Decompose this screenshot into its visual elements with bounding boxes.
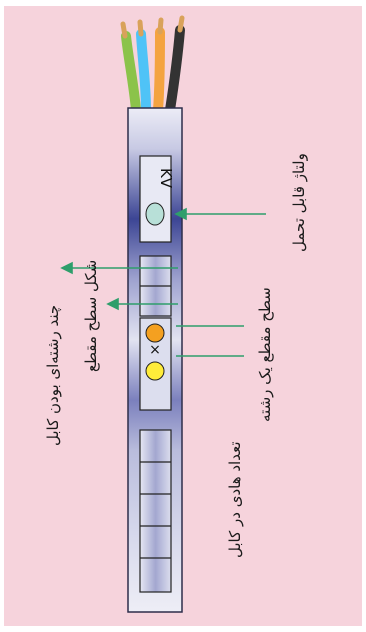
wire-copper-4 xyxy=(177,15,185,33)
label-wire-count: تعداد هادی در کابل xyxy=(226,441,244,558)
section-box xyxy=(139,255,172,317)
arrows xyxy=(60,207,266,357)
cross-text: × xyxy=(149,342,161,358)
wire-copper-3 xyxy=(157,17,164,35)
kv-dot xyxy=(145,202,165,226)
wire-green xyxy=(121,31,141,115)
cable-diagram: KV × xyxy=(60,15,266,613)
wire-copper-1 xyxy=(120,21,128,39)
cable-wires xyxy=(120,15,185,115)
wire-black xyxy=(165,25,185,115)
wire-copper-2 xyxy=(137,19,144,37)
orange-dot xyxy=(145,323,165,343)
voltage-marker: KV xyxy=(139,155,175,243)
label-cross-section-area: سطح مقطع یک رشته xyxy=(256,287,274,422)
yellow-dot xyxy=(145,361,165,381)
wire-orange xyxy=(153,27,165,115)
diagram-panel: KV × xyxy=(4,6,362,626)
label-voltage-tolerance: ولتاژ قابل تحمل xyxy=(290,153,308,252)
label-stranded: چند رشته‌ای بودن کابل xyxy=(44,304,62,446)
label-cross-section-shape: شکل سطح مقطع xyxy=(82,259,100,372)
kv-text: KV xyxy=(157,168,175,189)
count-boxes xyxy=(139,429,172,593)
indicator-box: × xyxy=(139,317,172,411)
wire-blue xyxy=(136,29,151,115)
